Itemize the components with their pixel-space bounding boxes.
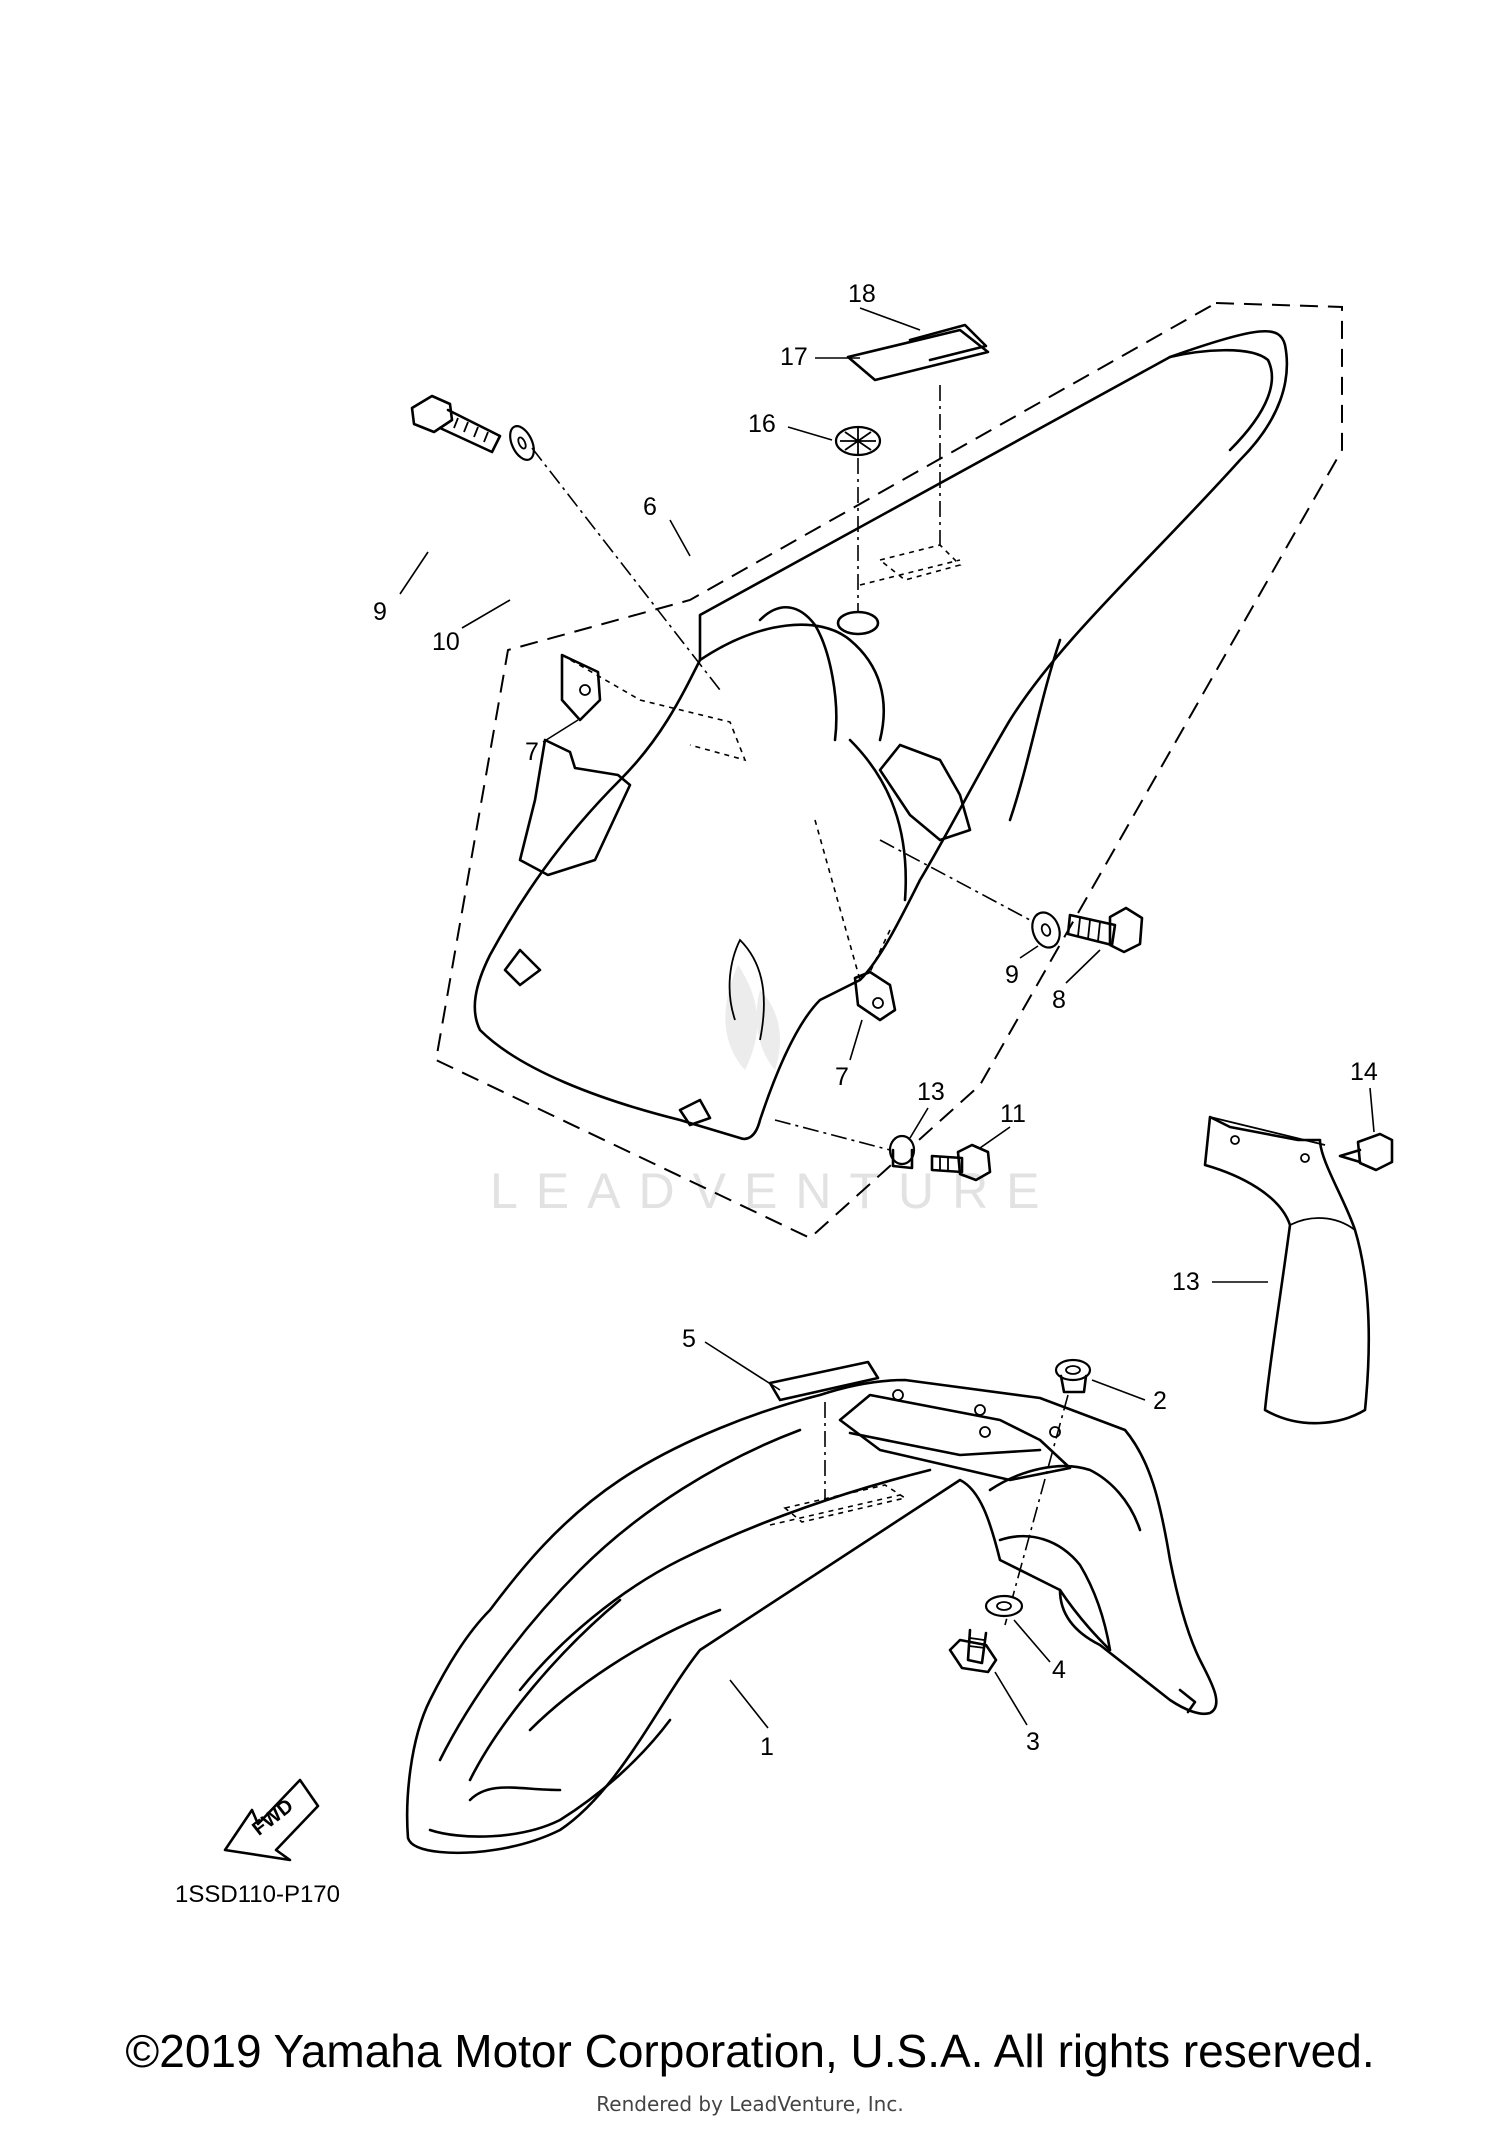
bolt-axis-10	[531, 447, 721, 691]
side-guard	[518, 738, 632, 877]
rear-fender	[473, 329, 1289, 1141]
watermark-logo-icon	[725, 965, 780, 1070]
callout-3: 3	[1026, 1728, 1040, 1756]
diagram-code: 1SSD110-P170	[175, 1881, 340, 1908]
bolt-axis-8	[879, 839, 1031, 921]
bolt-12	[930, 1143, 992, 1182]
assembly-boundary	[434, 301, 1343, 1240]
callout-7-upper: 7	[525, 738, 539, 766]
collar-2	[1004, 1358, 1092, 1626]
callout-1: 1	[760, 1733, 774, 1761]
callout-15: 14	[1350, 1058, 1378, 1086]
front-sticker	[768, 1360, 880, 1500]
callout-17: 17	[780, 343, 808, 371]
bolt-8	[1066, 906, 1144, 954]
number-plate	[1203, 1115, 1371, 1425]
label-stickers	[846, 323, 990, 586]
callout-7-lower: 7	[835, 1063, 849, 1091]
bracket-lower	[814, 819, 897, 1022]
grommet	[834, 425, 882, 612]
bracket-upper	[560, 653, 747, 762]
callout-2: 2	[1153, 1387, 1167, 1415]
callout-10: 9	[373, 598, 387, 626]
screw-15	[1338, 1132, 1394, 1172]
fwd-arrow-icon: FWD	[223, 1778, 320, 1862]
copyright-text: ©2019 Yamaha Motor Corporation, U.S.A. A…	[125, 2025, 1375, 2077]
grommet-13	[888, 1134, 916, 1170]
bolt-3	[948, 1628, 998, 1674]
callout-16: 16	[748, 410, 776, 438]
bolt-10	[410, 394, 502, 454]
callouts: 18 17 16 6 9 10 7 9 8 7 13 11 14	[373, 280, 1378, 1761]
callout-18: 18	[848, 280, 876, 308]
callout-9: 9	[1005, 961, 1019, 989]
callout-4: 4	[1052, 1656, 1066, 1684]
callout-5: 5	[682, 1325, 696, 1353]
callout-6: 6	[643, 493, 657, 521]
rear-fender-assembly	[410, 301, 1343, 1240]
callout-11: 10	[432, 628, 460, 656]
washer-9	[1031, 911, 1061, 949]
rendered-by-text: Rendered by LeadVenture, Inc.	[596, 2092, 904, 2116]
callout-12: 11	[1000, 1100, 1026, 1128]
watermark-text: LEADVENTURE	[490, 1163, 1058, 1219]
callout-8: 8	[1052, 986, 1066, 1014]
callout-14: 13	[1172, 1268, 1200, 1296]
bolt-axis-12	[774, 1119, 891, 1151]
front-fender	[405, 1378, 1218, 1855]
callout-13: 13	[917, 1078, 945, 1106]
washer-4	[984, 1594, 1024, 1618]
washer-11	[509, 425, 535, 461]
